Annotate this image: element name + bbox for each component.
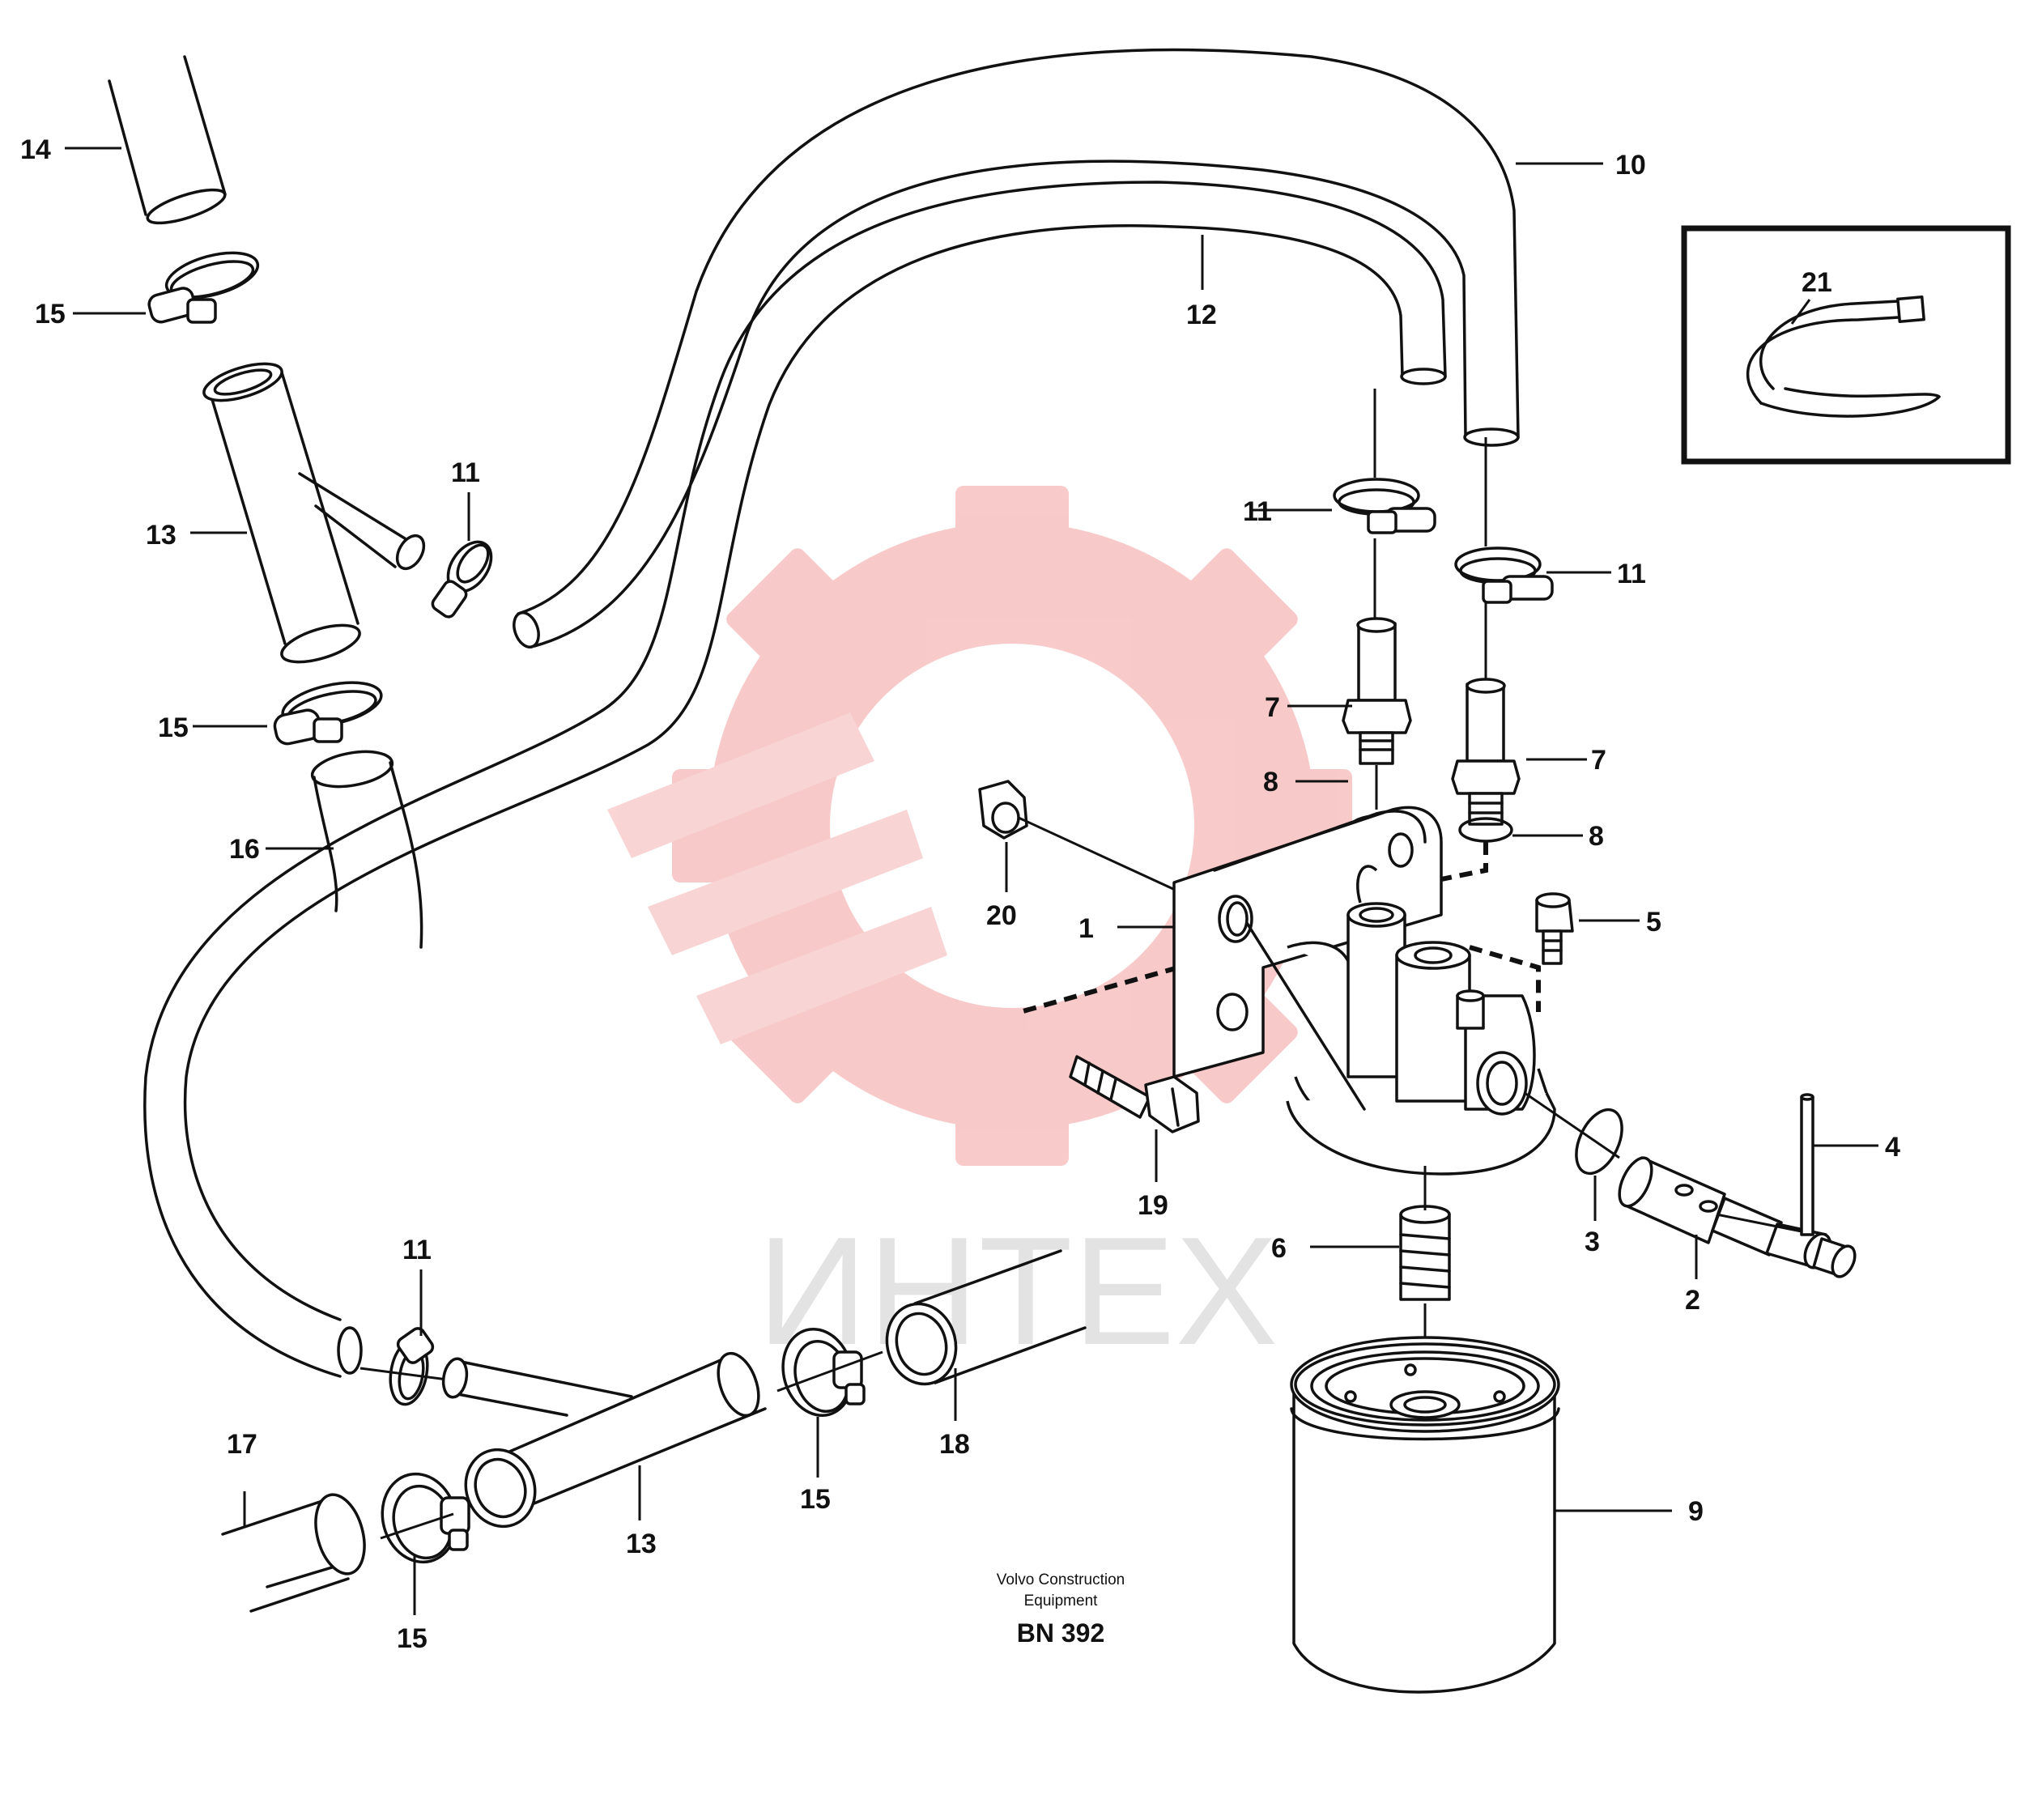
part-labels: 1 2 3 4 5 6 7 7 8 8 9 10 11 11 11 11 12 … [20,134,1900,1654]
pin-4 [1800,1093,1814,1236]
label-7-right: 7 [1591,745,1606,776]
label-6: 6 [1271,1233,1287,1264]
hose-17 [221,1493,366,1613]
leader-lines [65,147,1878,1615]
label-10: 10 [1615,150,1646,181]
hose-clamp-15-top [147,251,260,324]
hose-14 [108,55,227,225]
label-18: 18 [939,1429,970,1460]
label-11-upper-left: 11 [451,457,480,488]
hose-clamp-11-bottom [389,1327,435,1406]
label-14: 14 [20,134,51,165]
footer-company-line1: Volvo Construction [997,1571,1125,1588]
oil-filter-9 [1290,1336,1560,1694]
label-12: 12 [1186,300,1217,330]
o-ring-8-right [1458,817,1513,843]
label-20: 20 [986,900,1017,931]
pipe-13-lower [441,1351,767,1529]
screw-5 [1535,892,1574,965]
hose-16 [310,750,423,949]
nut-20 [978,780,1028,840]
diagram-footer: Volvo Construction Equipment BN 392 [997,1571,1125,1648]
cable-tie-21-inset [1681,225,2011,465]
label-8-right: 8 [1589,821,1604,852]
hose-10 [513,48,1520,648]
hose-clamp-11-right [1454,546,1554,604]
footer-drawing-code: BN 392 [1017,1618,1105,1648]
label-15-bottom-left: 15 [397,1623,428,1654]
bolt-19 [1069,1055,1200,1133]
label-11-bottom: 11 [402,1235,432,1265]
label-11-right: 11 [1617,559,1646,589]
hose-clamp-15-bottom-left [381,1472,470,1564]
footer-company-line2: Equipment [1024,1592,1099,1610]
label-2: 2 [1685,1285,1700,1316]
fitting-7-right [1451,678,1521,826]
valve-2 [1618,1156,1857,1278]
label-13-lower: 13 [626,1529,657,1559]
filter-head-1 [1172,806,1556,1176]
hose-clamp-11-top-center [1333,478,1436,534]
label-17: 17 [227,1429,257,1460]
pipe-13-upper [202,362,426,664]
label-19: 19 [1138,1190,1168,1221]
fitting-7-left [1342,617,1412,765]
o-ring-3 [1575,1108,1623,1176]
watermark-gear-logo [607,486,1352,1166]
label-15-top: 15 [35,299,66,330]
label-5: 5 [1646,907,1661,938]
label-15-bottom-right: 15 [800,1484,831,1515]
hose-clamp-11-upper-left [431,540,493,619]
label-11-top-center: 11 [1243,496,1272,527]
label-16: 16 [229,834,260,865]
label-15-middle: 15 [158,712,189,743]
label-8-left: 8 [1263,767,1278,797]
label-21: 21 [1802,267,1832,298]
nipple-6 [1399,1205,1451,1301]
label-9: 9 [1688,1496,1704,1527]
label-4: 4 [1885,1132,1900,1163]
hose-clamp-15-middle [273,681,383,746]
hose-12 [143,181,1447,1378]
hose-18 [885,1249,1087,1386]
label-3: 3 [1585,1227,1600,1257]
label-13-upper: 13 [146,520,177,551]
label-7-left: 7 [1265,692,1280,723]
label-1: 1 [1078,913,1094,944]
